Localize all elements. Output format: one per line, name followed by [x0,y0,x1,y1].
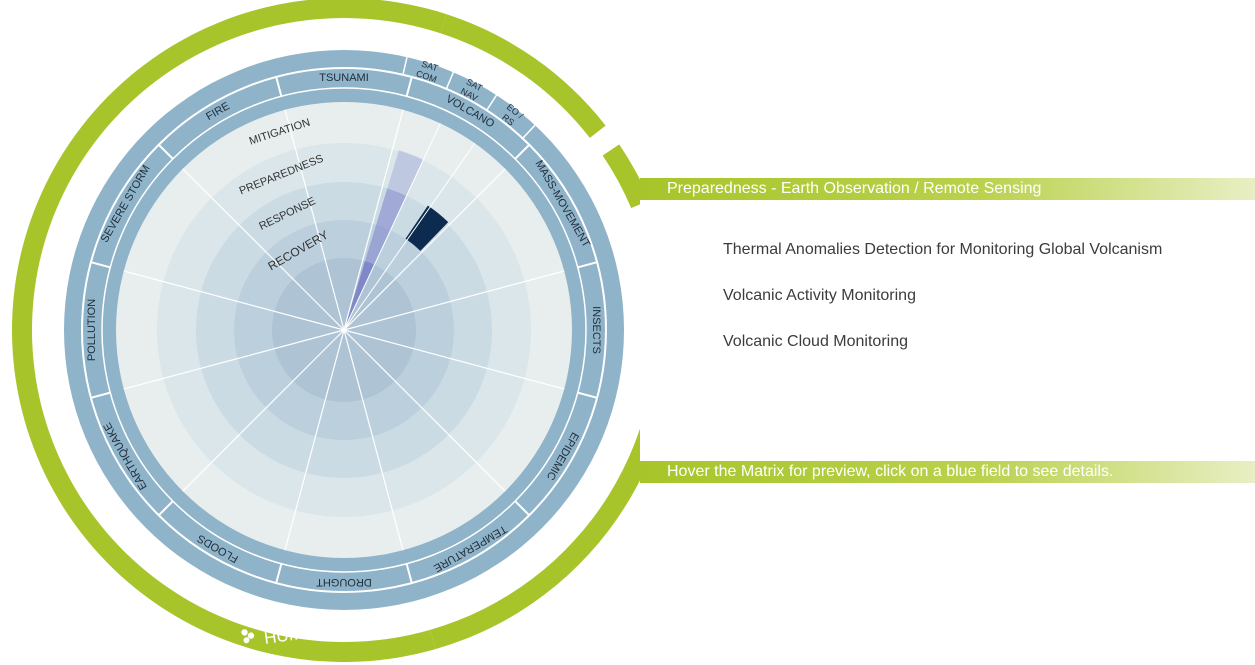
hazard-label[interactable]: INSECTS [590,306,602,354]
sector-divider [343,329,506,492]
ring-divider [158,144,174,160]
hazard-label[interactable]: POLLUTION [86,299,98,361]
sector-divider [343,329,565,390]
disaster-matrix-wheel[interactable]: TSUNAMIVOLCANOMASS-MOVEMENTINSECTSEPIDEM… [0,0,640,665]
sector-divider [182,168,345,331]
hint-banner: Hover the Matrix for preview, click on a… [640,461,1255,483]
sector-divider [284,109,345,331]
tech-tab-divider [486,94,498,111]
ring-divider [158,500,174,516]
ring-divider [90,391,111,399]
sector-divider [343,270,565,331]
sector-divider [123,270,345,331]
human-aspects-arc [12,0,640,662]
sector-divider [284,329,345,551]
tech-tab-divider [402,57,408,75]
ring-divider [90,261,111,269]
ring-divider [405,76,413,97]
hazard-label[interactable]: DROUGHT [316,576,372,588]
sector-divider [343,329,404,551]
ring-divider [275,563,283,584]
people-icon [241,629,255,644]
tech-divider [343,123,441,331]
hazard-label[interactable]: TSUNAMI [319,72,369,84]
sector-divider [182,329,345,492]
result-link[interactable]: Volcanic Cloud Monitoring [723,333,908,350]
human-aspects-band [429,428,640,650]
ring-divider [514,144,530,160]
selection-banner: Preparedness - Earth Observation / Remot… [640,178,1255,200]
ring-divider [514,500,530,516]
tech-tab-divider [445,71,455,90]
result-link[interactable]: Volcanic Activity Monitoring [723,287,916,304]
tech-tab-divider [522,124,536,139]
selected-cell[interactable] [405,205,449,251]
ring-divider [577,261,598,269]
ring-divider [275,76,283,97]
sector-divider [123,329,345,390]
ring-divider [405,563,413,584]
sector-divider [343,168,506,331]
sector-dividers [90,57,598,584]
result-link[interactable]: Thermal Anomalies Detection for Monitori… [723,241,1163,258]
human-aspects-band [602,144,640,209]
sector-divider [343,109,404,331]
tech-divider [343,142,476,331]
ring-divider [577,391,598,399]
human-aspects-band [440,14,606,138]
matrix-cells [344,150,449,330]
